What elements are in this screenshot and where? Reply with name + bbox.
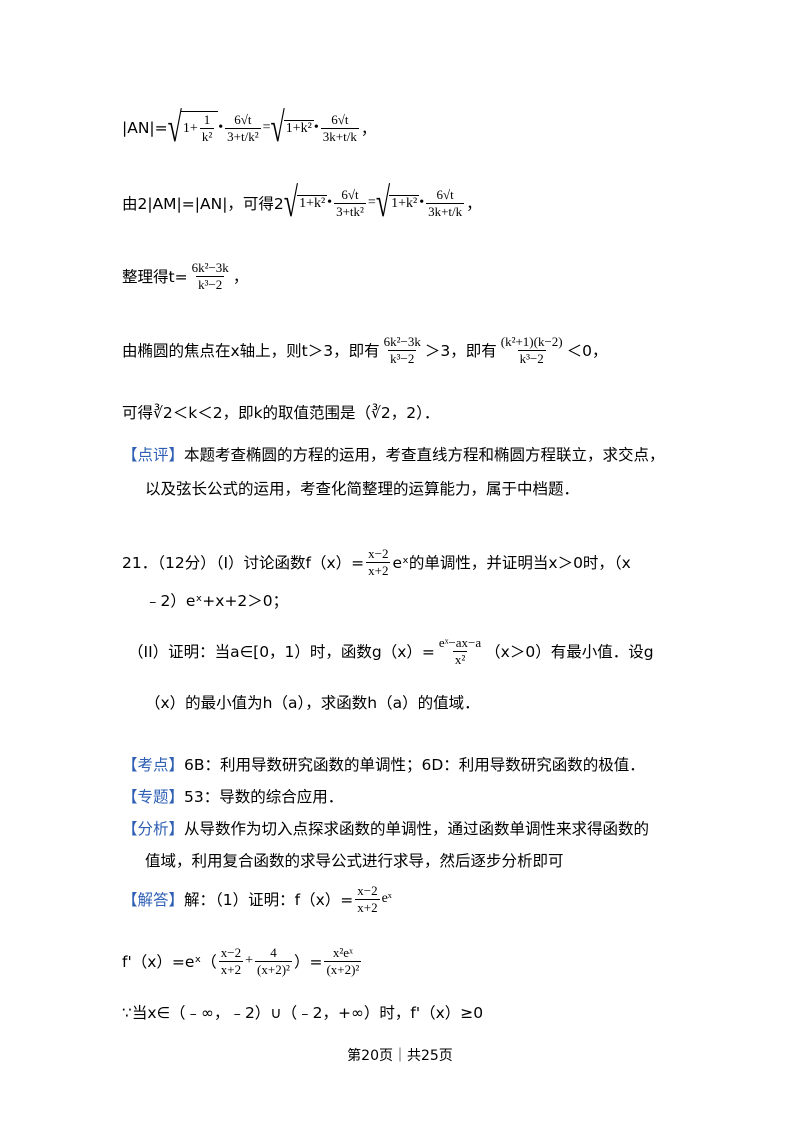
range-result: 可得∛2＜k＜2，即k的取值范围是（∛2，2）． xyxy=(122,404,440,422)
solution-line-1: 【解答】 解：（1）证明：f（x）= x−2 x+2 eˣ xyxy=(122,882,392,915)
fraction: 6k²−3k k³−2 xyxy=(191,259,229,292)
comment-line-1: 【点评】 本题考查椭圆的方程的运用，考查直线方程和椭圆方程联立，求交点， xyxy=(122,442,665,466)
analysis-tag: 【分析】 xyxy=(122,820,185,838)
question-21-line-4: （x）的最小值为h（a），求函数h（a）的值域． xyxy=(145,694,480,712)
sqrt-expression: √ 1+k² xyxy=(283,179,328,226)
fraction: x−2 x+2 xyxy=(355,882,380,915)
sqrt-expression: √ 1+k² xyxy=(270,104,314,151)
fraction: 6k²−3k k³−2 xyxy=(383,333,421,366)
topic: 【专题】 53：导数的综合应用． xyxy=(122,784,343,808)
question-21-line-1: 21．（12分）（I）讨论函数f（x）= x−2 x+2 eˣ的单调性，并证明当… xyxy=(122,545,631,578)
knowledge-tag: 【考点】 xyxy=(122,756,185,774)
fraction: 6√t 3+t/k² xyxy=(225,111,261,144)
simplified-t: 整理得t= 6k²−3k k³−2 ， xyxy=(122,259,249,292)
derivative-line: f'（x）=eˣ（ x−2 x+2 + 4 (x+2)² ）= x²eˣ (x+… xyxy=(122,944,362,977)
fraction: 6√t 3+tk² xyxy=(334,186,366,219)
monotonic-condition: ∵当x∈（﹣∞，﹣2）∪（﹣2，+∞）时，f'（x）≥0 xyxy=(122,1004,484,1022)
focus-condition: 由椭圆的焦点在x轴上，则t＞3，即有 6k²−3k k³−2 ＞3，即有 (k²… xyxy=(122,333,608,366)
solution-tag: 【解答】 xyxy=(122,891,185,909)
analysis-line-2: 值域，利用复合函数的求导公式进行求导，然后逐步分析即可 xyxy=(145,852,564,870)
page-number: 第20页｜共25页 xyxy=(347,1048,453,1064)
fraction: x−2 x+2 xyxy=(218,944,244,977)
sqrt-expression: √ 1+ 1 k² xyxy=(168,106,219,148)
fraction: (k²+1)(k−2) k³−2 xyxy=(500,333,563,366)
comment-tag: 【点评】 xyxy=(122,446,185,464)
question-21-line-2: ﹣2）eˣ+x+2＞0； xyxy=(145,592,289,610)
sqrt-expression: √ 1+k² xyxy=(375,179,420,226)
comment-line-2: 以及弦长公式的运用，考查化简整理的运算能力，属于中档题． xyxy=(145,480,580,498)
fraction: x²eˣ (x+2)² xyxy=(324,944,362,977)
fraction: 6√t 3k+t/k xyxy=(426,186,465,219)
fraction: 1 k² xyxy=(199,112,215,144)
fraction: x−2 x+2 xyxy=(366,545,391,578)
an-label: |AN|= xyxy=(122,119,168,137)
analysis-line-1: 【分析】 从导数作为切入点探求函数的单调性，通过函数单调性来求得函数的 xyxy=(122,816,649,840)
question-21-line-3: （II）证明：当a∈[0，1）时，函数g（x）= eˣ−ax−a x² （x＞0… xyxy=(128,634,654,667)
an-length-formula: |AN|= √ 1+ 1 k² • 6√t 3+t/k² = √ 1+k² • … xyxy=(122,104,377,151)
knowledge-point: 【考点】 6B：利用导数研究函数的单调性；6D：利用导数研究函数的极值． xyxy=(122,752,645,776)
fraction: 4 (x+2)² xyxy=(255,944,292,977)
condition-equation: 由2|AM|=|AN|，可得2 √ 1+k² • 6√t 3+tk² = √ 1… xyxy=(122,179,482,226)
fraction: 6√t 3k+t/k xyxy=(320,111,359,144)
topic-tag: 【专题】 xyxy=(122,788,185,806)
fraction: eˣ−ax−a x² xyxy=(438,634,482,667)
